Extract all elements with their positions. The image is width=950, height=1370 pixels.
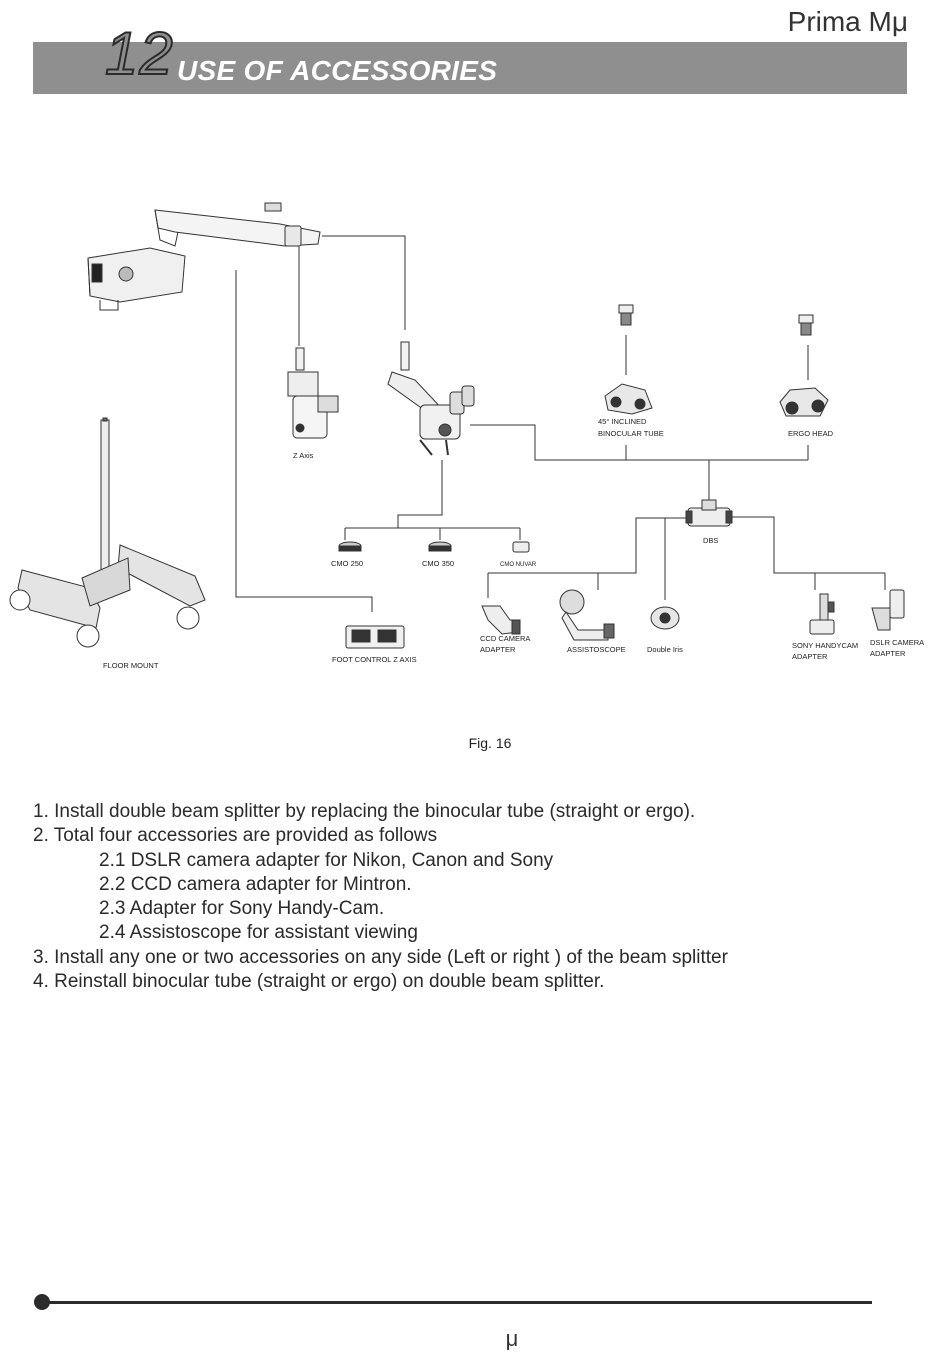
label-cmo-350: CMO 350 [422, 559, 454, 568]
double-iris-illustration [650, 606, 680, 630]
chapter-title: USE OF ACCESSORIES [177, 55, 498, 86]
label-sony-line2: ADAPTER [792, 652, 828, 661]
ccd-camera-adapter-illustration [481, 605, 521, 635]
floor-mount-illustration [9, 202, 321, 648]
figure-caption: Fig. 16 [468, 735, 512, 751]
instruction-subitem: 2.1 DSLR camera adapter for Nikon, Canon… [99, 849, 554, 871]
brand-name: Prima Mμ [787, 6, 908, 37]
eyepiece-right-illustration [798, 314, 814, 336]
instruction-subitem: 2.4 Assistoscope for assistant viewing [99, 922, 418, 944]
label-ergo-head: ERGO HEAD [788, 429, 834, 438]
label-assistoscope: ASSISTOSCOPE [567, 645, 626, 654]
label-inclined-line2: BINOCULAR TUBE [598, 429, 664, 438]
eyepiece-left-illustration [618, 304, 634, 326]
label-floor-mount: FLOOR MOUNT [103, 661, 159, 670]
label-cmo-250: CMO 250 [331, 559, 363, 568]
label-sony-line1: SONY HANDYCAM [792, 641, 858, 650]
cmo-250-illustration [338, 541, 362, 552]
instruction-item: 2. Total four accessories are provided a… [33, 825, 438, 847]
assistoscope-illustration [559, 589, 615, 641]
connector-lines [235, 235, 886, 612]
label-cmo-nuvar: CMO NUVAR [500, 562, 537, 568]
cmo-nuvar-illustration [512, 541, 530, 553]
label-foot-control: FOOT CONTROL Z AXIS [332, 655, 417, 664]
label-ccd-line1: CCD CAMERA [480, 634, 530, 643]
instruction-item: 3. Install any one or two accessories on… [33, 946, 728, 968]
label-double-iris: Double Iris [647, 645, 683, 654]
label-dbs: DBS [703, 536, 718, 545]
instruction-item: 1. Install double beam splitter by repla… [33, 801, 696, 822]
page-number: μ [505, 1326, 519, 1351]
double-beam-splitter-illustration [685, 499, 733, 527]
accessories-diagram: FLOOR MOUNT Z Axis FOOT CONTROL Z AXIS 4… [9, 202, 924, 670]
instruction-subitem: 2.3 Adapter for Sony Handy-Cam. [99, 898, 385, 920]
instruction-subitem: 2.2 CCD camera adapter for Mintron. [99, 873, 412, 895]
microscope-head-illustration [387, 341, 475, 456]
chapter-banner: 12 USE OF ACCESSORIES [33, 23, 907, 94]
inclined-binocular-tube-illustration [604, 383, 653, 415]
label-dslr-line1: DSLR CAMERA [870, 638, 924, 647]
dslr-camera-adapter-illustration [871, 589, 905, 631]
label-inclined-line1: 45° INCLINED [598, 417, 647, 426]
instructions-list: 1. Install double beam splitter by repla… [33, 800, 913, 994]
label-ccd-line2: ADAPTER [480, 645, 516, 654]
footer-rule [42, 1301, 872, 1304]
instruction-item: 4. Reinstall binocular tube (straight or… [33, 971, 605, 993]
ergo-head-illustration [779, 387, 829, 417]
z-axis-illustration [287, 347, 339, 439]
sony-handycam-adapter-illustration [809, 593, 835, 635]
chapter-number: 12 [104, 20, 174, 87]
foot-control-illustration [345, 625, 405, 649]
cmo-350-illustration [428, 541, 452, 552]
label-dslr-line2: ADAPTER [870, 649, 906, 658]
label-z-axis: Z Axis [293, 451, 314, 460]
